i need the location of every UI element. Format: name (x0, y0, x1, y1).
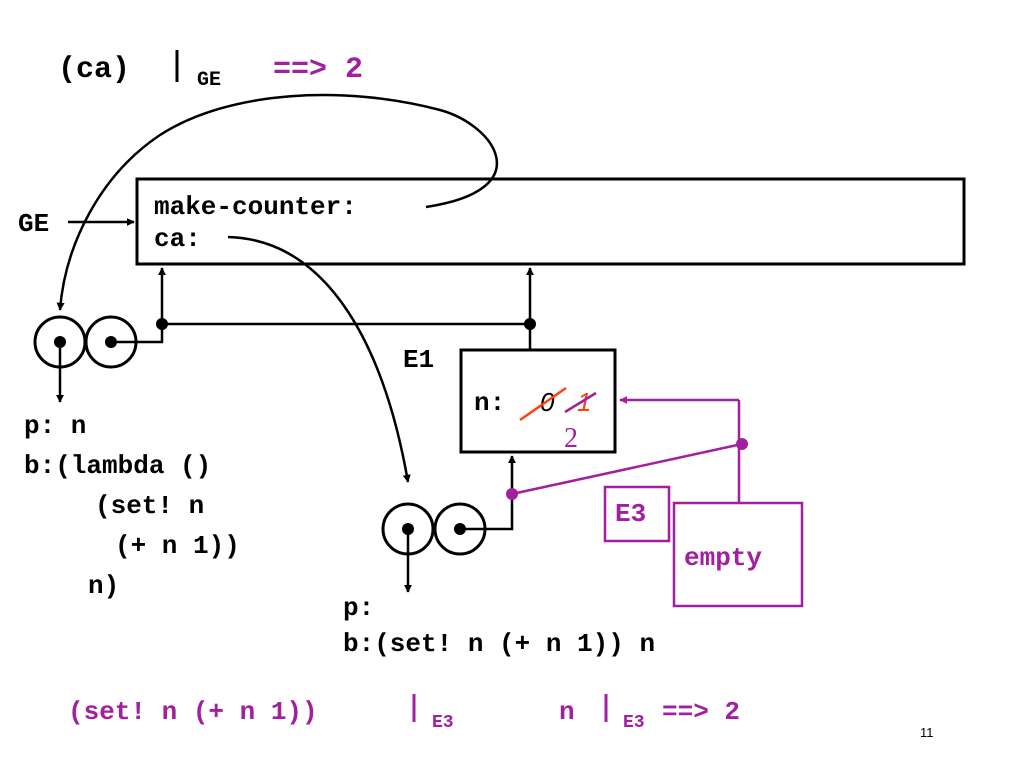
frame-e3 (672, 501, 804, 608)
make-counter-pointer (56, 93, 499, 311)
footer-left-expression: (set! n (+ n 1)) (68, 697, 318, 727)
title-env-label: GE (197, 69, 221, 92)
proc2-env-pointer (466, 455, 516, 531)
footer-right-result: ==> 2 (662, 697, 740, 727)
footer-right-env: E3 (623, 713, 645, 733)
procedure-object-2 (381, 502, 487, 556)
e1-binding-var: n: (474, 388, 505, 418)
proc1-params: p: n (24, 411, 86, 441)
e1-strike-0 (519, 386, 567, 422)
footer-left-env: E3 (432, 713, 454, 733)
ge-pointer-label: GE (18, 209, 49, 239)
e1-current-value: 2 (564, 423, 578, 454)
proc1-env-pointer (117, 267, 166, 344)
ca-pointer (227, 235, 411, 483)
title-expression: (ca) (58, 53, 130, 87)
e1-old-value-1: 1 (577, 387, 591, 417)
frame-e3-contents: empty (684, 543, 762, 573)
frame-e1-label: E1 (403, 345, 434, 375)
frame-e3-label: E3 (615, 499, 646, 529)
e1-strike-1 (564, 391, 597, 414)
global-frame (135, 177, 966, 266)
proc1-body-line-3: (+ n 1)) (115, 531, 240, 561)
frame-e1 (459, 348, 617, 454)
proc1-body-line-2: (set! n (95, 491, 204, 521)
proc1-body-line-4: n) (88, 571, 119, 601)
proc2-body: b:(set! n (+ n 1)) n (343, 629, 655, 659)
binding-ca: ca: (154, 224, 201, 254)
title-result: ==> 2 (273, 53, 363, 87)
proc2-params: p: (343, 593, 374, 623)
frame-e3-label-box (603, 485, 671, 543)
binding-make-counter: make-counter: (154, 192, 357, 222)
page-number: 11 (920, 725, 934, 740)
footer-right-expression: n (559, 697, 575, 727)
e3-parent-pointer (511, 442, 743, 496)
proc1-body-line-1: b:(lambda () (24, 451, 211, 481)
